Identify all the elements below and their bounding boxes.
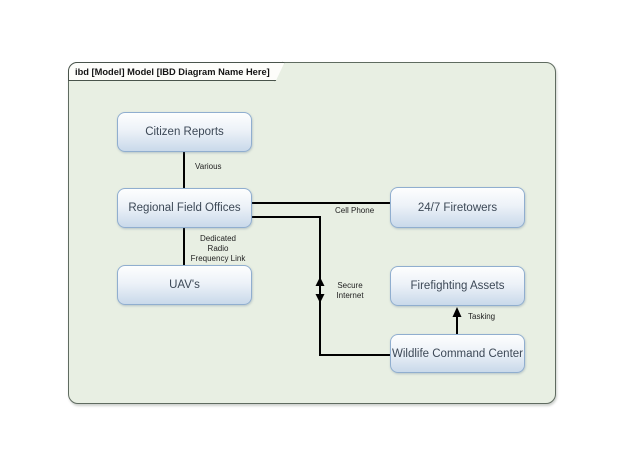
block-citizen-reports[interactable]: Citizen Reports — [117, 112, 252, 152]
connector-label-cell-phone: Cell Phone — [335, 206, 375, 215]
connector-label-dedicated-radio-frequency-link: Dedicated Radio Frequency Link — [190, 234, 246, 263]
frame-label: ibd [Model] Model [IBD Diagram Name Here… — [75, 66, 270, 77]
block-label: UAV's — [169, 279, 200, 291]
block-uavs[interactable]: UAV's — [117, 265, 252, 305]
connector-label-various: Various — [195, 162, 222, 171]
block-label: Citizen Reports — [145, 126, 224, 138]
connector-label-secure-internet: Secure Internet — [336, 281, 364, 300]
block-label: Firefighting Assets — [410, 280, 505, 292]
double-arrow-down-icon — [315, 294, 325, 303]
double-arrow-up-icon — [315, 277, 325, 286]
block-firefighting-assets[interactable]: Firefighting Assets — [390, 266, 525, 306]
frame-label-tab: ibd [Model] Model [IBD Diagram Name Here… — [68, 62, 285, 81]
block-label: Regional Field Offices — [128, 202, 241, 214]
block-label: Wildlife Command Center — [391, 347, 523, 360]
connector-label-tasking: Tasking — [468, 312, 496, 321]
block-firetowers[interactable]: 24/7 Firetowers — [390, 187, 525, 228]
block-wildlife-command-center[interactable]: Wildlife Command Center — [390, 334, 525, 373]
block-label: 24/7 Firetowers — [417, 201, 498, 214]
arrow-up-icon — [452, 307, 462, 317]
block-regional-field-offices[interactable]: Regional Field Offices — [117, 188, 252, 228]
